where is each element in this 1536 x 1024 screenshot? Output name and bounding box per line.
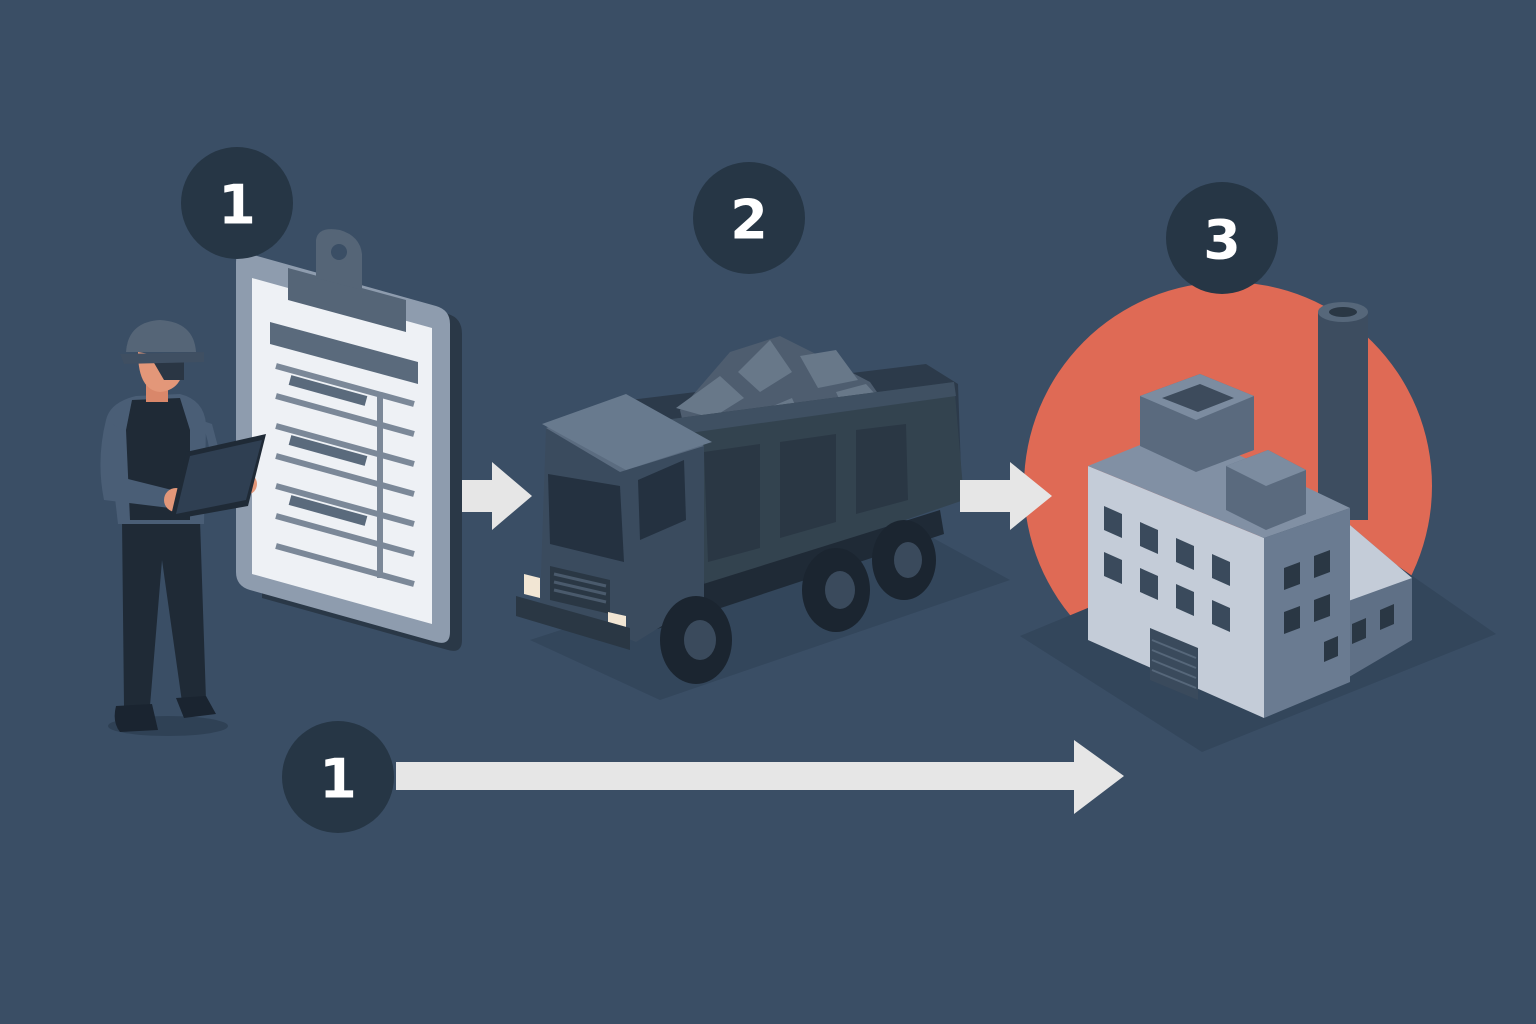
step-number-3: 3 [1203, 209, 1241, 272]
step-number-2: 2 [730, 189, 768, 252]
step-badge-1: 1 [181, 147, 293, 259]
timeline-number: 1 [319, 748, 357, 811]
arrow-right-icon [960, 462, 1052, 530]
clipboard-icon [236, 229, 462, 651]
worker-figure [100, 320, 266, 736]
step-number-1: 1 [218, 174, 256, 237]
arrow-right-icon [462, 462, 532, 530]
timeline-badge: 1 [282, 721, 394, 833]
dump-truck-icon [516, 336, 1010, 700]
step-badge-2: 2 [693, 162, 805, 274]
long-arrow-right-icon [396, 740, 1124, 814]
factory-icon [1020, 302, 1496, 752]
step-badge-3: 3 [1166, 182, 1278, 294]
